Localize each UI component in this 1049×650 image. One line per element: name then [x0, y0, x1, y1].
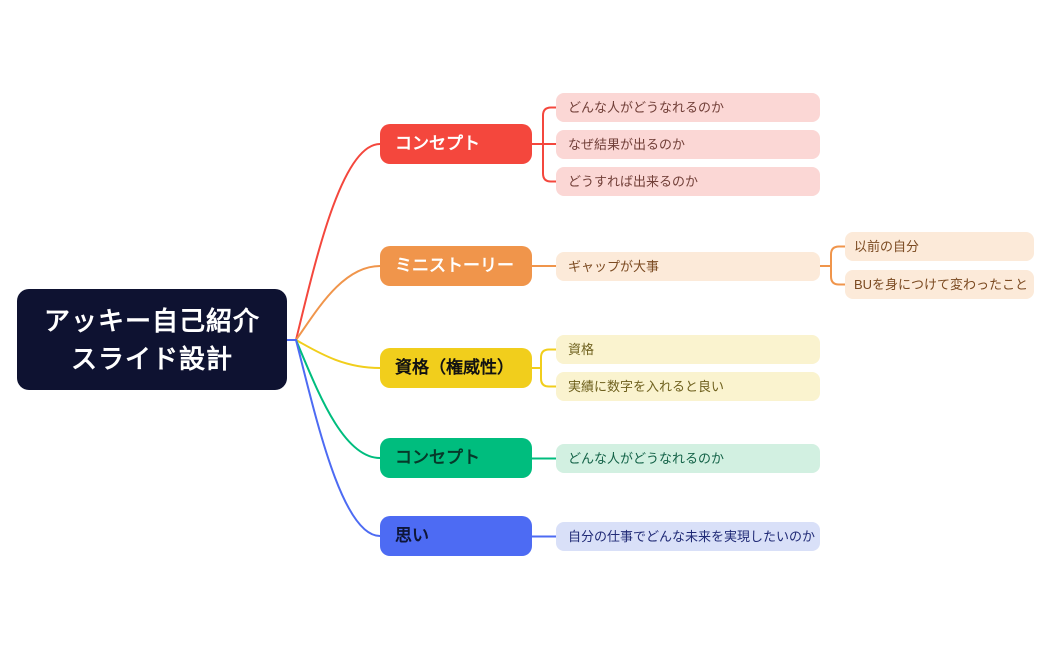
connector-shikaku-leaf-up: [540, 348, 557, 369]
connector-shikaku-leaf-down: [540, 367, 557, 388]
leaf-node[interactable]: なぜ結果が出るのか: [556, 130, 820, 159]
root-node[interactable]: アッキー自己紹介 スライド設計: [17, 289, 287, 390]
connector-concept1-leaf-up: [542, 106, 557, 145]
subleaf-node[interactable]: BUを身につけて変わったこと: [845, 270, 1034, 299]
connector-concept1-leaf-down: [542, 143, 557, 183]
branch-node-omoi[interactable]: 思い: [380, 516, 532, 556]
connector-gap-subleaf-down: [830, 265, 846, 286]
branch-node-shikaku[interactable]: 資格（権威性）: [380, 348, 532, 388]
leaf-node[interactable]: どんな人がどうなれるのか: [556, 444, 820, 473]
leaf-node[interactable]: ギャップが大事: [556, 252, 820, 281]
connector-root-to-ministory: [283, 265, 381, 341]
branch-node-concept-2[interactable]: コンセプト: [380, 438, 532, 478]
root-title-line1: アッキー自己紹介: [43, 305, 260, 336]
branch-node-ministory[interactable]: ミニストーリー: [380, 246, 532, 286]
leaf-node[interactable]: 実績に数字を入れると良い: [556, 372, 820, 401]
leaf-node[interactable]: 自分の仕事でどんな未来を実現したいのか: [556, 522, 820, 551]
connector-root-to-omoi: [283, 339, 381, 537]
connector-root-to-concept-1: [283, 143, 381, 341]
subleaf-node[interactable]: 以前の自分: [845, 232, 1034, 261]
branch-node-concept-1[interactable]: コンセプト: [380, 124, 532, 164]
leaf-node[interactable]: どんな人がどうなれるのか: [556, 93, 820, 122]
connector-gap-subleaf-up: [830, 245, 846, 267]
connector-root-to-concept-2: [283, 339, 381, 459]
leaf-node[interactable]: 資格: [556, 335, 820, 364]
leaf-node[interactable]: どうすれば出来るのか: [556, 167, 820, 196]
root-title-line2: スライド設計: [70, 343, 233, 374]
